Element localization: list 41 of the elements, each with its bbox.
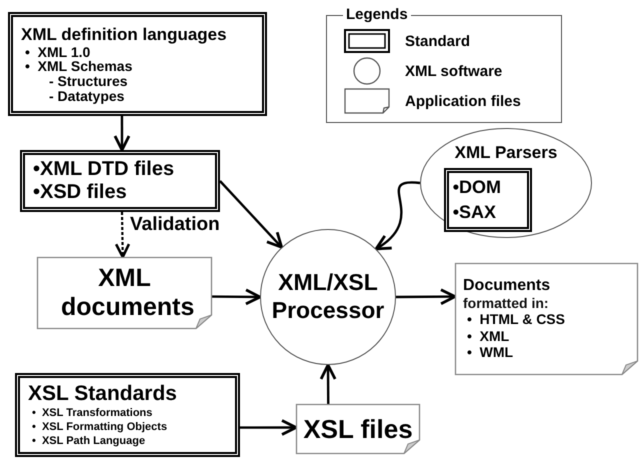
node-text: • XSL Path Language	[31, 434, 146, 448]
file-page	[37, 257, 212, 329]
heading: •XML DTD files	[33, 158, 176, 181]
legend-text: Application files	[405, 92, 521, 110]
node-text: • WML	[466, 344, 514, 362]
node-text: - Structures	[48, 74, 129, 89]
arrow	[320, 364, 336, 404]
node-text: • XML	[466, 328, 510, 344]
node-text: XML documents	[60, 264, 196, 322]
node-text: • XML 1.0	[24, 44, 92, 60]
heading: Documents	[463, 276, 552, 295]
arrow	[396, 288, 456, 306]
node-text: XML/XSL Processor	[270, 269, 386, 325]
arrow	[219, 180, 284, 249]
arrow	[240, 419, 298, 436]
file-page	[296, 404, 420, 454]
node-text: • XML Schemas	[24, 59, 134, 74]
node-text: XSL files	[302, 414, 414, 444]
node-text: - Datatypes	[48, 88, 126, 104]
node-text: formatted in:	[463, 294, 550, 311]
legend-text: XML software	[405, 62, 502, 80]
arrow	[374, 181, 420, 250]
node-text: XML Parsers	[454, 143, 558, 163]
standard-box	[20, 150, 220, 212]
legend-text: Standard	[405, 32, 470, 50]
arrow	[114, 212, 130, 258]
node-text: •XSD files	[33, 181, 128, 204]
standard-box	[15, 373, 240, 457]
legend-title: Legends	[343, 7, 411, 23]
arrow	[114, 116, 130, 152]
heading: •DOM	[452, 176, 502, 200]
node-text: • XSL Transformations	[31, 406, 154, 420]
standard-box	[444, 168, 532, 232]
heading: XML definition languages	[21, 24, 228, 45]
standard-box	[8, 12, 267, 116]
heading: XSL Standards	[28, 382, 178, 406]
arrow	[212, 288, 262, 306]
node-text: • HTML & CSS	[466, 310, 566, 328]
node-text: • XSL Formatting Objects	[31, 420, 168, 434]
node-text: •SAX	[452, 200, 497, 224]
file-page	[455, 263, 638, 375]
